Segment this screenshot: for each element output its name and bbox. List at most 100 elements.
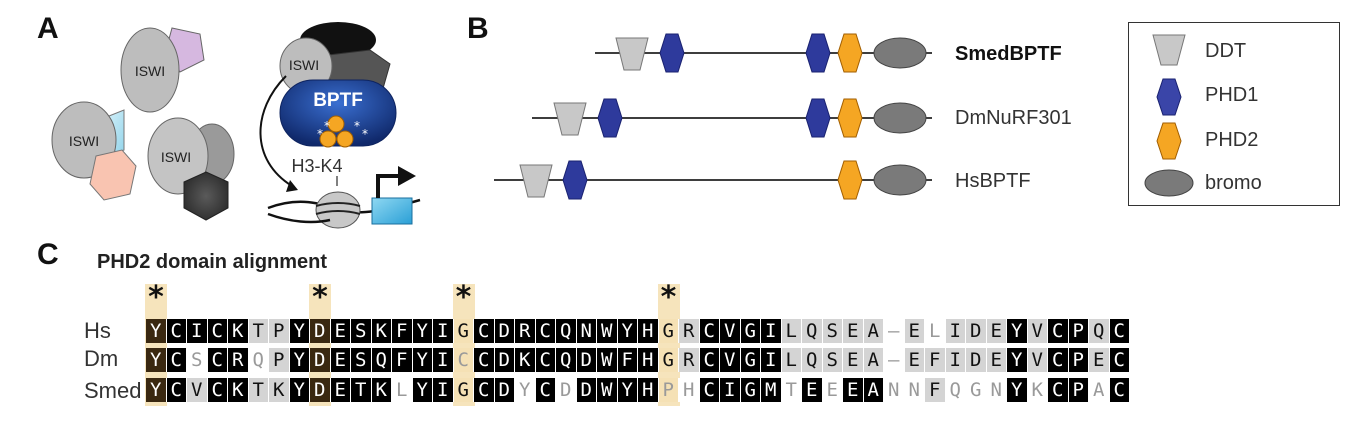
residue-cell: D: [310, 348, 331, 372]
residue-cell: C: [1048, 348, 1069, 372]
residue-cell: G: [453, 319, 474, 343]
histone-mark-label: H3-K4: [291, 156, 342, 176]
residue-cell: E: [330, 319, 351, 343]
residue-cell: K: [228, 319, 249, 343]
legend-label-ddt: DDT: [1205, 40, 1247, 62]
residue-cell: L: [781, 348, 802, 372]
phd2-domain-icon: [837, 160, 863, 200]
residue-cell: Y: [515, 378, 536, 402]
residue-cell: S: [187, 348, 208, 372]
transcription-arrow-icon: [376, 174, 400, 198]
panel-b-domain-map: [494, 33, 932, 200]
residue-cell: C: [166, 378, 187, 402]
residue-cell: C: [474, 348, 495, 372]
residue-cell: F: [617, 348, 638, 372]
residue-cell: E: [1089, 348, 1110, 372]
residue-cell: E: [904, 319, 925, 343]
conserved-residue-star: *: [312, 280, 328, 315]
residue-cell: V: [187, 378, 208, 402]
residue-cell: R: [228, 348, 249, 372]
phd-domain-icon: [327, 115, 345, 133]
conserved-residue-star: *: [148, 280, 164, 315]
residue-cell: D: [576, 348, 597, 372]
residue-cell: H: [638, 319, 659, 343]
legend-icons: [1144, 34, 1194, 197]
residue-cell: D: [576, 378, 597, 402]
residue-cell: G: [740, 348, 761, 372]
residue-cell: N: [904, 378, 925, 402]
residue-cell: E: [843, 348, 864, 372]
species-label-smed: Smed: [84, 378, 142, 403]
protein-name-hsbptf: HsBPTF: [955, 170, 1031, 192]
asterisk-mark: *: [362, 127, 368, 141]
residue-cell: H: [638, 378, 659, 402]
iswi-subunit-right: [147, 117, 209, 195]
residue-cell: Y: [289, 348, 310, 372]
residue-cell: T: [781, 378, 802, 402]
residue-cell: E: [802, 378, 823, 402]
arrowhead-icon: [286, 180, 298, 192]
residue-cell: C: [535, 319, 556, 343]
residue-cell: E: [843, 319, 864, 343]
residue-cell: R: [679, 348, 700, 372]
residue-cell: Y: [1007, 378, 1028, 402]
phd1-domain-icon: [597, 98, 623, 138]
residue-cell: A: [863, 319, 884, 343]
iswi-label-left: ISWI: [69, 133, 99, 149]
species-label-dm: Dm: [84, 346, 119, 371]
residue-cell: E: [986, 348, 1007, 372]
residue-cell: –: [884, 319, 905, 343]
residue-cell: P: [1068, 319, 1089, 343]
legend-label-phd1: PHD1: [1205, 84, 1259, 106]
residue-cell: I: [761, 319, 782, 343]
species-label-hs: Hs: [84, 318, 111, 343]
residue-cell: D: [494, 348, 515, 372]
residue-cell: P: [269, 319, 290, 343]
residue-cell: R: [515, 319, 536, 343]
residue-cell: –: [884, 348, 905, 372]
residue-cell: Q: [371, 348, 392, 372]
residue-cell: S: [822, 319, 843, 343]
residue-cell: D: [310, 378, 331, 402]
alignment-title: PHD2 domain alignment: [97, 251, 328, 273]
residue-cell: M: [761, 378, 782, 402]
protein-name-smedbptf: SmedBPTF: [955, 43, 1062, 65]
panel-label-c: C: [37, 238, 59, 271]
residue-cell: C: [207, 348, 228, 372]
residue-cell: K: [269, 378, 290, 402]
conserved-residue-star: *: [455, 280, 472, 315]
residue-cell: E: [904, 348, 925, 372]
residue-cell: I: [433, 378, 454, 402]
residue-cell: E: [986, 319, 1007, 343]
residue-cell: P: [658, 378, 679, 402]
phd2-domain-icon: [837, 33, 863, 73]
residue-cell: I: [433, 348, 454, 372]
residue-cell: C: [474, 378, 495, 402]
residue-cell: Y: [289, 378, 310, 402]
bromo-domain-icon: [873, 164, 927, 196]
residue-cell: A: [1089, 378, 1110, 402]
iswi-label-top: ISWI: [135, 63, 165, 79]
dark-hexagon-subunit-icon: [183, 171, 229, 221]
residue-cell: C: [535, 378, 556, 402]
bromo-domain-icon: [873, 37, 927, 69]
residue-cell: I: [187, 319, 208, 343]
residue-cell: N: [986, 378, 1007, 402]
residue-cell: Q: [1089, 319, 1110, 343]
residue-cell: Y: [617, 319, 638, 343]
residue-cell: F: [392, 319, 413, 343]
residue-cell: D: [966, 319, 987, 343]
residue-cell: Y: [1007, 348, 1028, 372]
residue-cell: V: [1027, 348, 1048, 372]
salmon-subunit-icon: [89, 149, 137, 201]
conserved-column-highlight: [657, 284, 680, 406]
residue-cell: C: [474, 319, 495, 343]
domain-legend: DDT PHD1 PHD2 bromo: [1128, 22, 1340, 206]
residue-cell: W: [597, 348, 618, 372]
residue-cell: C: [166, 348, 187, 372]
residue-cell: K: [228, 378, 249, 402]
residue-cell: Y: [146, 348, 167, 372]
residue-cell: K: [371, 319, 392, 343]
panel-label-b: B: [467, 12, 489, 45]
